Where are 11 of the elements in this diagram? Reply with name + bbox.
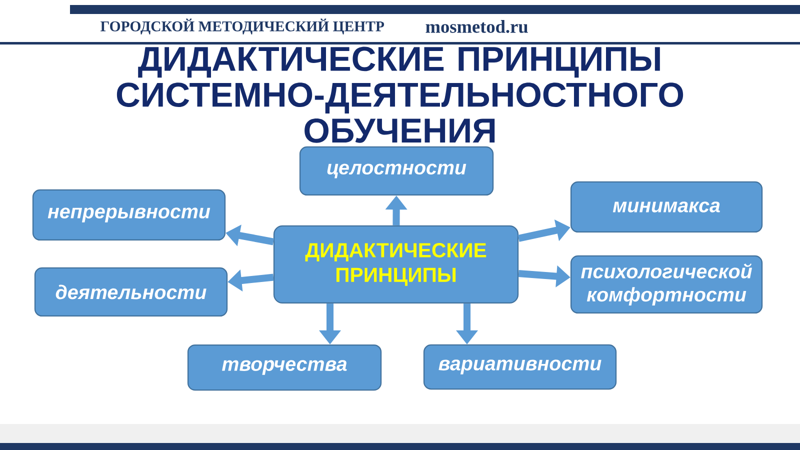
- rounded-box: целостности: [299, 146, 494, 196]
- header-text: mosmetod.ru: [426, 20, 528, 33]
- rounded-box: минимакса: [570, 181, 763, 233]
- rounded-box: непрерывности: [32, 189, 226, 241]
- title: ДИДАКТИЧЕСКИЕ ПРИНЦИПЫ СИСТЕМНО-ДЕЯТЕЛЬНОСТНОГО ОБУЧЕНИЯ: [116, 46, 684, 143]
- rounded-box: вариативности: [423, 344, 617, 390]
- rounded-box: психологической комфортности: [570, 255, 763, 314]
- header-text: ГОРОДСКОЙ МЕТОДИЧЕСКИЙ ЦЕНТР: [100, 18, 384, 34]
- rounded-box: деятельности: [34, 267, 228, 317]
- central-box: ДИДАКТИЧЕСКИЕ ПРИНЦИПЫ: [273, 225, 519, 304]
- rounded-box: творчества: [187, 344, 382, 391]
